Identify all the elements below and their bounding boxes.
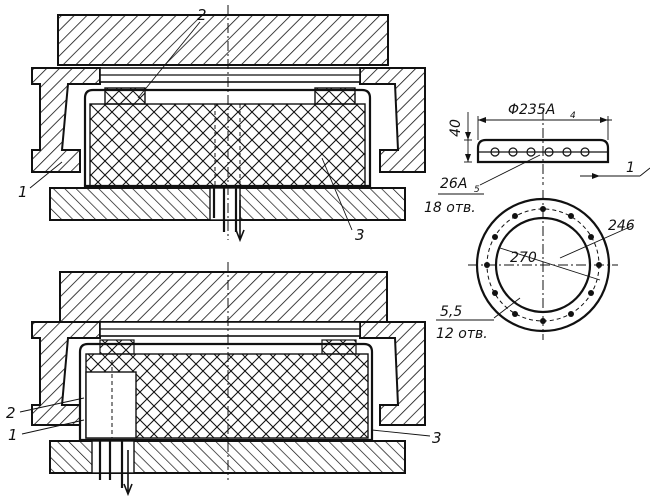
dim-diameter: Φ235A: [508, 102, 555, 118]
dim-circle-270: 270: [510, 250, 537, 266]
top-leader-2: [137, 21, 201, 99]
dim-holes-18: 18 отв.: [424, 200, 476, 216]
dim-height-40: 40: [448, 119, 464, 137]
detail-plan-view: 270 246 5,5 12 отв.: [436, 190, 635, 342]
top-part-2-left: [104, 87, 146, 105]
top-upper-plate: [57, 14, 389, 66]
top-assembly: 2 1 3: [18, 5, 426, 244]
bottom-part-2-right: [321, 339, 357, 355]
bottom-label-1: 1: [8, 426, 18, 444]
top-right-clamp: [359, 67, 426, 173]
bottom-bowl: [78, 342, 374, 442]
top-leader-3: [321, 157, 353, 231]
dim-hole-26: 26A: [440, 176, 467, 192]
detail-side-profile: [476, 138, 610, 164]
bottom-right-clamp: [359, 321, 426, 426]
bottom-assembly: 2 1 3: [6, 262, 442, 497]
top-label-2: 2: [197, 6, 207, 24]
detail-side-view: 40 Φ235A 4 1 26A 5 18 отв.: [424, 102, 650, 216]
top-left-clamp: [31, 67, 101, 173]
dim-holes-12: 12 отв.: [436, 326, 488, 342]
top-label-3: 3: [355, 226, 365, 244]
top-part-2-right: [314, 87, 356, 105]
bottom-leader-2: [19, 397, 85, 413]
bottom-flow-arrow: [123, 450, 133, 497]
dim-small-55: 5,5: [440, 304, 462, 320]
dim-wall-1: 1: [626, 160, 635, 176]
bottom-leader-3: [371, 429, 431, 437]
top-label-1: 1: [18, 183, 28, 201]
bottom-leader-1: [21, 419, 85, 435]
bottom-side-insert: [85, 371, 137, 439]
top-bowl: [83, 88, 372, 188]
bottom-label-3: 3: [432, 429, 442, 447]
bottom-part-2-left: [99, 339, 135, 355]
bottom-upper-plate: [59, 271, 388, 323]
bottom-label-2: 2: [6, 404, 16, 422]
top-flow-arrow: [235, 200, 245, 243]
dim-circle-246: 246: [608, 218, 635, 234]
top-leader-1: [29, 161, 63, 189]
dim-hole-26-sub: 5: [474, 185, 480, 195]
plan-hole-marks: [484, 206, 602, 324]
dim-diameter-sub: 4: [570, 111, 576, 121]
